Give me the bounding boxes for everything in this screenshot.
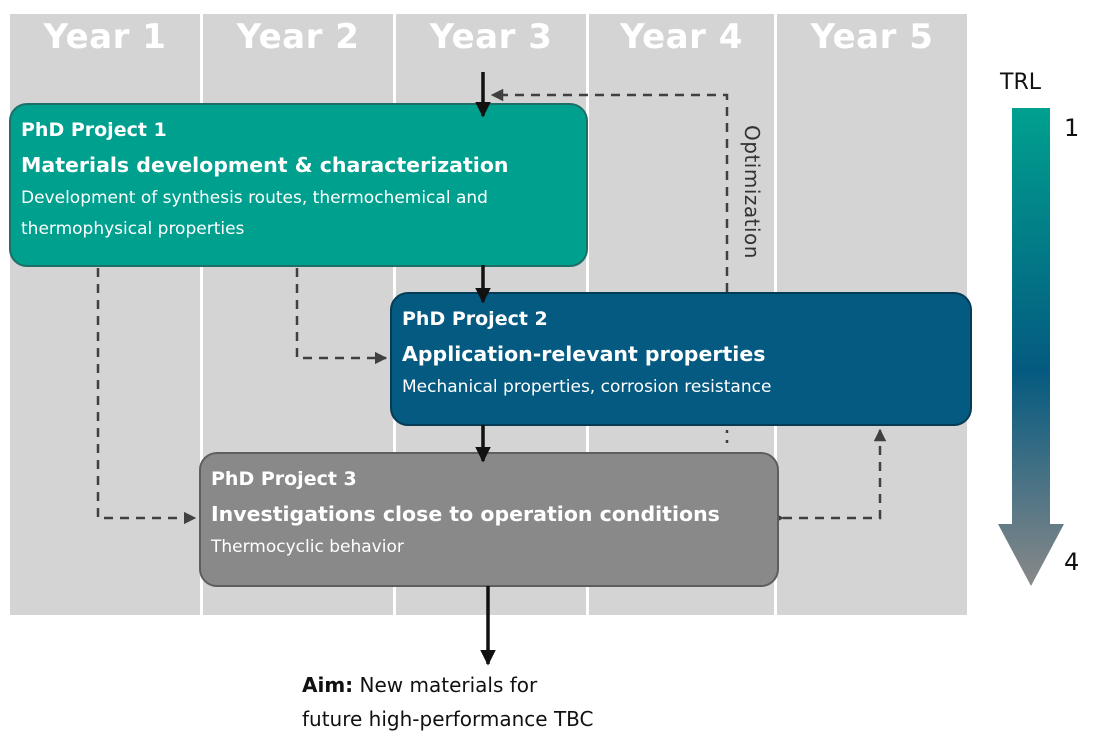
dashed-arrow-p1-to-p3 bbox=[96, 268, 197, 525]
project-3-description: Thermocyclic behavior bbox=[211, 537, 404, 557]
project-3-box: PhD Project 3 Investigations close to op… bbox=[199, 452, 779, 587]
year-header-2: Year 2 bbox=[236, 17, 360, 57]
year-header-5: Year 5 bbox=[810, 17, 934, 57]
trl-end-value: 4 bbox=[1064, 548, 1080, 576]
trl-label: TRL bbox=[1000, 70, 1041, 95]
dashed-arrow-p1-to-p2 bbox=[295, 268, 388, 365]
project-3-title: PhD Project 3 bbox=[211, 468, 357, 490]
project-2-box: PhD Project 2 Application-relevant prope… bbox=[390, 292, 972, 426]
aim-line-1: New materials for bbox=[359, 673, 538, 697]
trl-start-value: 1 bbox=[1064, 114, 1080, 142]
dashed-arrow-p3-p2-bidirectional bbox=[771, 428, 887, 525]
project-1-description: Development of synthesis routes, thermoc… bbox=[21, 188, 488, 239]
year-header-3: Year 3 bbox=[429, 17, 553, 57]
aim-statement: Aim: New materials for future high-perfo… bbox=[302, 668, 594, 736]
year-header-1: Year 1 bbox=[43, 17, 167, 57]
project-2-title: PhD Project 2 bbox=[402, 308, 548, 330]
aim-line-2: future high-performance TBC bbox=[302, 707, 594, 731]
project-3-subtitle: Investigations close to operation condit… bbox=[211, 502, 720, 526]
aim-label: Aim: bbox=[302, 673, 354, 697]
year-header-4: Year 4 bbox=[620, 17, 743, 57]
project-1-box: PhD Project 1 Materials development & ch… bbox=[9, 103, 588, 267]
optimization-label: Optimization bbox=[740, 125, 765, 259]
optimization-loop-arrow bbox=[490, 88, 729, 292]
trl-gradient-arrow bbox=[998, 108, 1064, 586]
project-1-subtitle: Materials development & characterization bbox=[21, 153, 509, 177]
project-2-description: Mechanical properties, corrosion resista… bbox=[402, 377, 772, 397]
project-2-subtitle: Application-relevant properties bbox=[402, 342, 766, 366]
project-1-title: PhD Project 1 bbox=[21, 119, 167, 141]
